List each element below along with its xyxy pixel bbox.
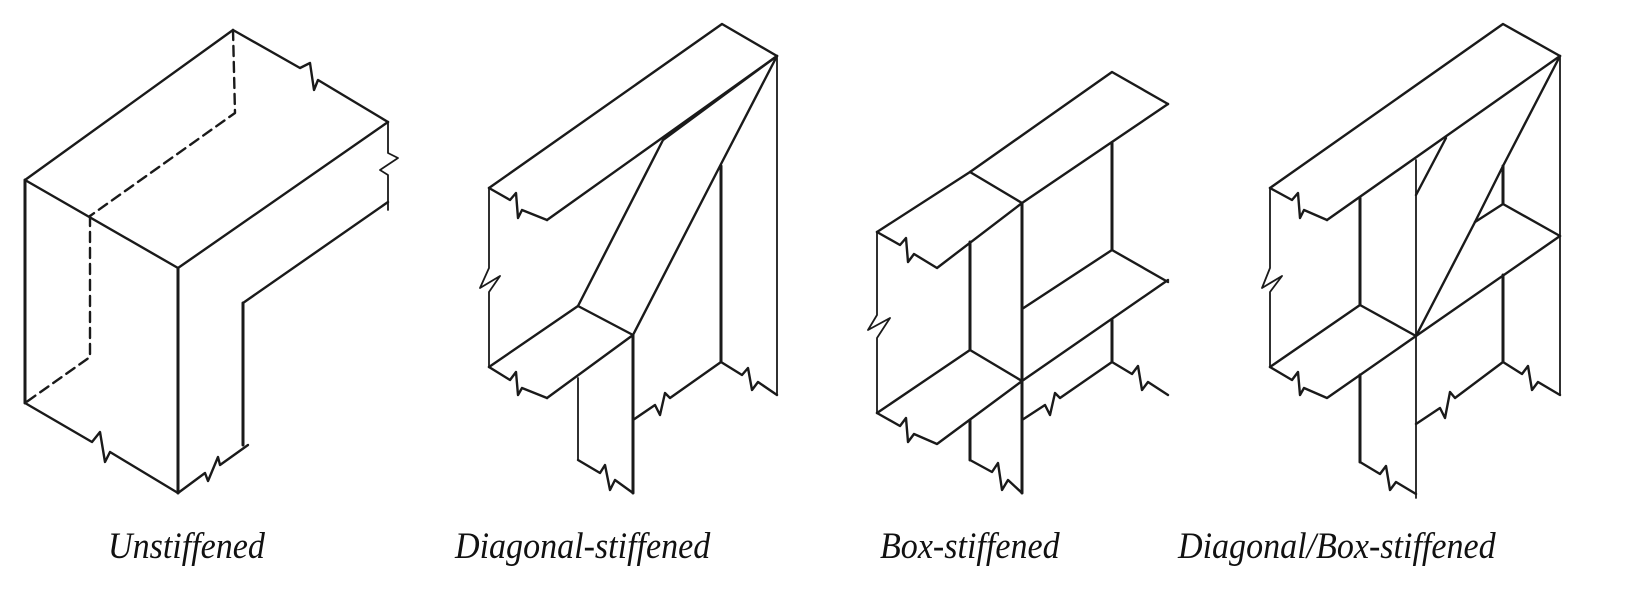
caption-diagonal-stiffened: Diagonal-stiffened bbox=[455, 526, 711, 567]
unstiffened-drawing bbox=[23, 28, 399, 495]
diagonal-box-stiffened-drawing bbox=[1261, 22, 1562, 499]
box-stiffened-drawing bbox=[867, 70, 1170, 495]
diagonal-stiffened-drawing bbox=[479, 22, 779, 495]
caption-diagonal-box-stiffened: Diagonal/Box-stiffened bbox=[1178, 526, 1496, 567]
caption-box-stiffened: Box-stiffened bbox=[880, 526, 1060, 567]
caption-unstiffened: Unstiffened bbox=[108, 526, 265, 567]
